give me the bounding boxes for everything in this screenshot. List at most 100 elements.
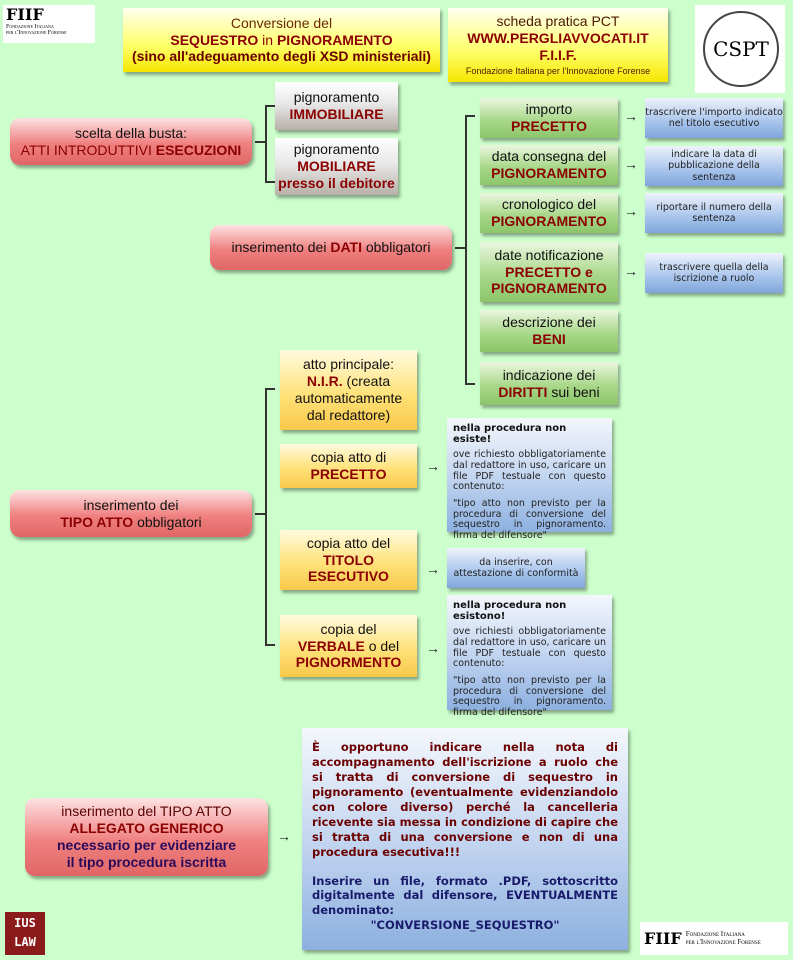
note-titolo: da inserire, con attestazione di conform… [447,548,585,588]
busta-value: ATTI INTRODUTTIVI ESECUZIONI [21,142,242,159]
item-line1: copia del [320,620,377,637]
ius-law-l1: IUS [14,916,36,930]
bracket-tick [265,105,275,107]
fiif-logo-line1: Fondazione Italiana [6,24,54,30]
tipo-atto-box: inserimento dei TIPO ATTO obbligatori [10,490,252,537]
note-cronologico: riportare il numero della sentenza [645,193,783,233]
item-bold: PRECETTO e [505,263,593,280]
option-bold2: presso il debitore [278,174,395,191]
allegato-bold1: ALLEGATO GENERICO [69,820,224,837]
nota-p2: Inserire un file, formato .PDF, sottoscr… [312,873,618,918]
arrow-icon: → [426,458,440,474]
item-bold: BENI [532,331,566,347]
arrow-icon: → [426,640,440,656]
item-line1: data consegna del [491,148,607,165]
item-bold: PRECETTO [511,118,587,134]
item-mid: o del [368,637,400,654]
item-bold: PIGNORAMENTO [491,165,607,181]
title-line3: (sino all'adeguamento degli XSD minister… [132,48,431,65]
bracket-tick [455,247,465,249]
item-bold: PIGNORAMENTO [491,213,607,229]
bracket-tick [265,181,275,183]
item-line1: atto principale: [302,356,395,373]
item-post: sui beni [551,383,600,400]
nota-filename: "CONVERSIONE_SEQUESTRO" [370,918,560,933]
allegato-line1: inserimento del TIPO ATTO [61,803,232,820]
item-bold2: PIGNORAMENTO [491,280,607,297]
bracket-tick [265,388,275,390]
item-line1: copia atto del [306,534,391,551]
dati-box: inserimento dei DATI obbligatori [210,225,452,270]
item-line1: date notificazione [494,246,604,263]
item-line2: N.I.R. (creata automaticamente dal redat… [286,373,411,423]
bracket-tick [255,513,265,515]
option-immobiliare: pignoramento IMMOBILIARE [275,82,398,130]
bracket-busta [265,105,267,183]
title-line1: Conversione del [230,14,333,31]
item-bold2: PIGNORMENTO [295,654,402,671]
item-line1: importo [525,101,573,118]
item-bold: VERBALE [297,637,365,654]
arrow-icon: → [624,203,638,219]
note-date-notificazione: trascrivere quella della iscrizione a ru… [645,253,783,293]
item-line1: descrizione dei [502,314,596,331]
arrow-icon: → [624,108,638,124]
tipo-atto-post: obbligatori [137,513,202,530]
dati-post: obbligatori [365,239,431,256]
item-line2: DIRITTI sui beni [498,384,599,401]
page-title: Conversione del SEQUESTRO in PIGNORAMENT… [123,8,440,72]
item-line1: copia atto di [310,449,387,466]
title-bold2: PIGNORAMENTO [276,31,393,48]
option-bold: IMMOBILIARE [289,106,384,122]
bracket-tick [265,644,275,646]
busta-value-bold: ESECUZIONI [155,141,242,158]
item-line1: cronologico del [501,196,597,213]
nota-box: È opportuno indicare nella nota di accom… [302,728,628,950]
scheda-line1: scheda pratica PCT [496,12,620,29]
nota-p1: È opportuno indicare nella nota di accom… [312,740,618,859]
item-line1: indicazione dei [502,366,596,383]
item-bold: PRECETTO [310,466,387,482]
ius-law-l2: LAW [14,935,36,949]
cspt-logo: CSPT [695,5,785,93]
scheda-box: scheda pratica PCT WWW.PERGLIAVVOCATI.IT… [448,8,668,82]
arrow-icon: → [624,263,638,279]
option-line1: pignoramento [293,89,380,106]
busta-box: scelta della busta: ATTI INTRODUTTIVI ES… [10,118,252,165]
note-body: ove richiesti obbligatoriamente dal reda… [453,626,606,670]
note-head: nella procedura non esiste! [453,423,567,446]
busta-label: scelta della busta: [74,124,188,141]
cspt-letters: CSPT [703,11,779,87]
item-line2: VERBALE o del [298,638,399,655]
allegato-bold3: il tipo procedura iscritta [66,853,227,870]
bracket-tick [255,141,265,143]
tipo-atto-bold: TIPO ATTO [60,513,134,530]
note-importo: trascrivere l'importo indicato nel titol… [645,98,783,138]
item-rest: (creata automaticamente dal redattore) [294,373,403,423]
option-bold: MOBILIARE [297,158,376,175]
scheda-site[interactable]: WWW.PERGLIAVVOCATI.IT [467,29,649,46]
arrow-icon: → [426,561,440,577]
item-bold: DIRITTI [498,383,548,400]
note-quote: "tipo atto non previsto per la procedura… [453,674,606,718]
option-mobiliare: pignoramento MOBILIARE presso il debitor… [275,138,398,195]
scheda-foundation: Fondazione Italiana per l'Innovazione Fo… [465,66,651,77]
allegato-box: inserimento del TIPO ATTO ALLEGATO GENER… [25,798,268,876]
item-bold2: ESECUTIVO [308,568,389,585]
item-bold: N.I.R. [306,373,343,390]
fiif-logo-line2: per l'Innovazione Forense [6,30,67,36]
title-line2: SEQUESTRO in PIGNORAMENTO [170,32,392,49]
option-line1: pignoramento [293,141,380,158]
dati-label: inserimento dei DATI obbligatori [232,239,431,256]
fiif-footer-line1: Fondazione Italiana [685,929,745,938]
title-bold1: SEQUESTRO [170,31,259,48]
note-precetto: nella procedura non esiste! ove richiest… [447,418,612,541]
